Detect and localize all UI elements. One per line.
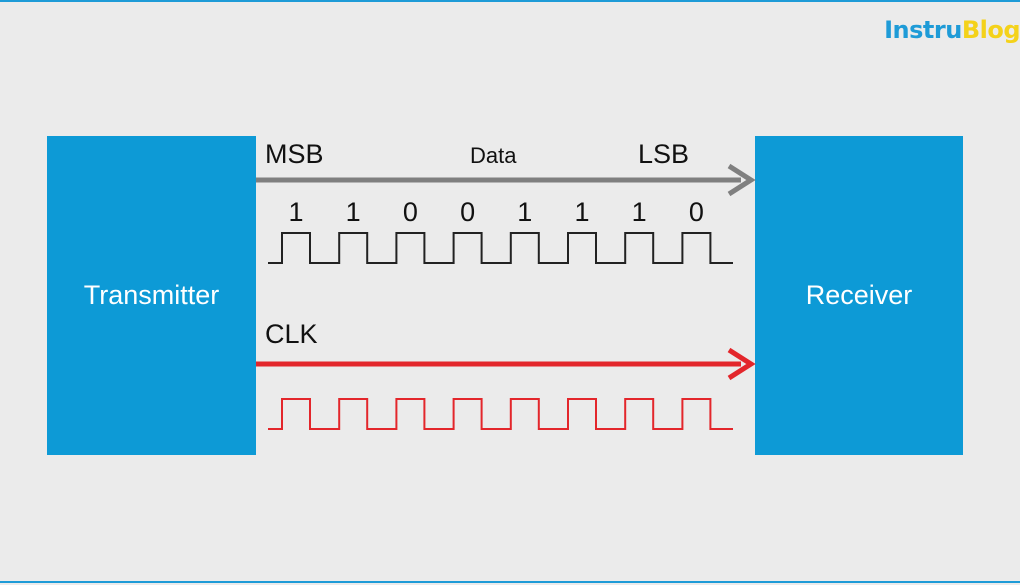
data-bit: 1 — [631, 197, 647, 227]
data-label: Data — [470, 143, 517, 168]
lsb-label: LSB — [638, 139, 690, 169]
logo-part-2: Blog — [961, 16, 1020, 44]
logo-part-1: Instru — [884, 16, 962, 44]
transmitter-block: Transmitter — [47, 136, 256, 455]
clk-label: CLK — [265, 319, 318, 349]
data-bit: 1 — [288, 197, 304, 227]
data-bit: 0 — [688, 197, 704, 227]
msb-label: MSB — [265, 139, 324, 169]
transmitter-label: Transmitter — [83, 280, 220, 310]
data-bit-waveform — [268, 232, 733, 264]
data-bit: 0 — [402, 197, 418, 227]
data-bit: 1 — [345, 197, 361, 227]
instrublog-logo: InstruBlog — [884, 16, 1020, 44]
clock-arrow-head — [727, 347, 756, 381]
bottom-border — [0, 581, 1020, 583]
receiver-label: Receiver — [805, 280, 913, 310]
data-arrow-head — [727, 163, 756, 197]
clock-waveform — [268, 398, 733, 430]
data-bit: 1 — [574, 197, 590, 227]
receiver-block: Receiver — [755, 136, 963, 455]
data-bit: 1 — [517, 197, 533, 227]
data-bit: 0 — [460, 197, 476, 227]
top-border — [0, 0, 1020, 2]
